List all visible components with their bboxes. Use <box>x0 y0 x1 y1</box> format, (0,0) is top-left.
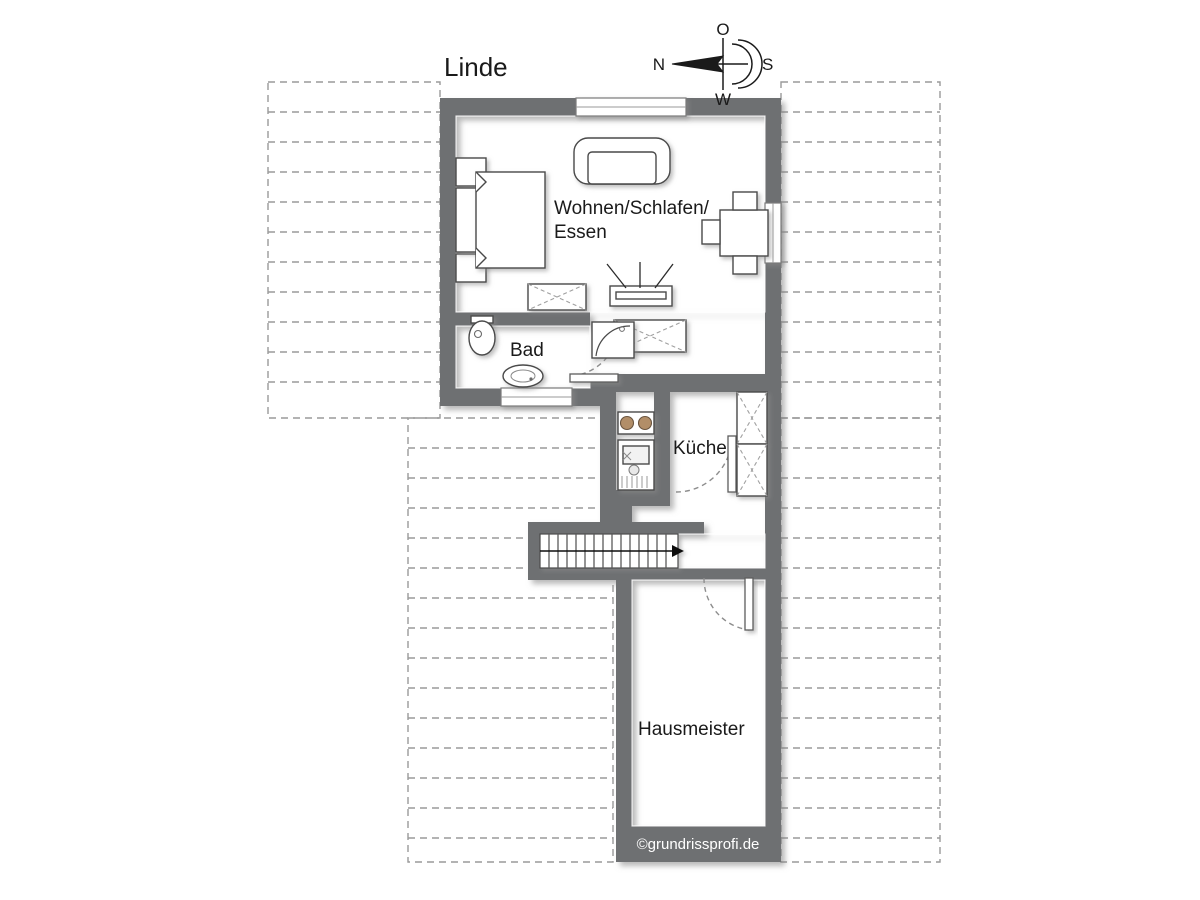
dining-chair-left <box>701 219 721 245</box>
wall-left-upper <box>440 98 456 406</box>
wall-kitchen-bottom <box>600 490 670 506</box>
wall-stair-top-right <box>632 522 704 534</box>
sofa <box>573 137 671 185</box>
door-bath <box>569 333 619 383</box>
staircase <box>539 533 684 569</box>
wall-stair-bottom <box>528 568 704 580</box>
furniture-kitchen <box>617 391 768 497</box>
wall-kitchen-left <box>600 392 616 522</box>
cabinet-left <box>527 283 587 311</box>
tall-cabinet-lower <box>736 443 768 497</box>
room-label-caretaker: Hausmeister <box>638 719 745 740</box>
wall-left-lower <box>616 506 632 862</box>
wall-stair-top <box>528 522 638 534</box>
compass-north-arrow <box>671 55 725 73</box>
wall-hall-right-stub <box>700 568 766 580</box>
wall-right-lower <box>765 518 781 862</box>
doors <box>569 333 754 631</box>
wall-kitchen-right <box>654 392 670 498</box>
dining-chair-top <box>732 191 758 211</box>
shower <box>591 321 635 359</box>
washbasin <box>502 364 544 388</box>
tall-cabinet-upper <box>736 391 768 445</box>
wall-bath-corner <box>576 312 590 326</box>
wall-bottom <box>616 826 781 862</box>
dining-set <box>701 191 769 275</box>
tv-view-cone <box>606 262 674 289</box>
furniture-living <box>455 137 769 353</box>
double-bed <box>475 171 546 269</box>
window-bath <box>500 387 573 407</box>
window-top <box>575 97 687 117</box>
room-label-bath: Bad <box>510 340 544 361</box>
door-hausmeister <box>703 577 754 631</box>
dining-table <box>719 209 769 257</box>
compass-label-north: N <box>653 55 665 74</box>
compass-label-south: S <box>762 55 773 74</box>
stair-direction-arrow <box>540 545 684 557</box>
tv-unit <box>609 285 673 307</box>
windows <box>500 97 782 407</box>
wall-hall-top <box>590 374 781 392</box>
compass-label-east: O <box>716 20 729 39</box>
wall-stair-left <box>528 522 540 580</box>
neighbour-hatching <box>267 81 941 863</box>
compass-inner-arc <box>731 43 753 85</box>
dining-chair-bottom <box>732 255 758 275</box>
wall-bath-top <box>440 312 590 326</box>
compass-label-west: W <box>715 90 731 109</box>
headboard <box>455 187 479 253</box>
door-kitchen <box>675 435 737 493</box>
sink-unit <box>617 439 655 491</box>
page-title: Linde <box>444 52 508 82</box>
furniture-bath <box>468 315 635 388</box>
room-label-living: Wohnen/Schlafen/ <box>554 198 710 219</box>
compass-outer-arc <box>737 39 763 89</box>
room-label-kitchen: Küche <box>673 438 727 459</box>
toilet <box>468 315 496 356</box>
watermark-text: ©grundrissprofi.de <box>637 836 760 853</box>
room-label-living-line2: Essen <box>554 222 607 243</box>
stove-hob <box>617 411 655 435</box>
compass-rose: N O S W <box>653 20 774 109</box>
window-right <box>764 202 782 264</box>
